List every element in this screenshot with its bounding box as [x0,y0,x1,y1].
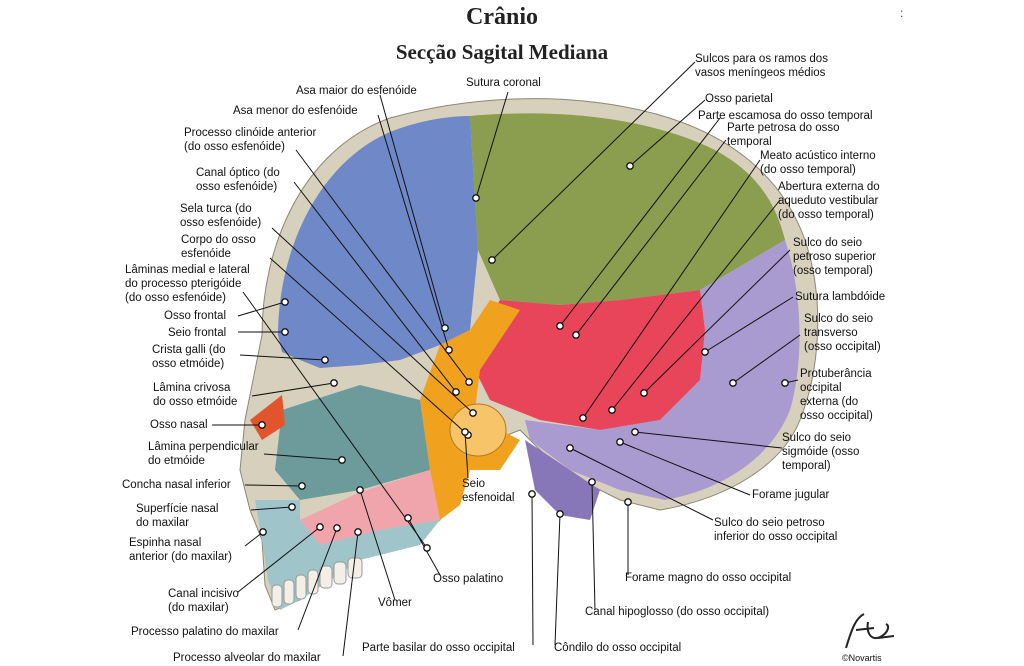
netter-signature-logo [845,613,895,649]
label-sulco-petroso-inferior: Sulco do seio petroso inferior do osso o… [714,517,838,543]
label-osso-palatino: Osso palatino [433,573,504,585]
label-crista-galli: Crista galli (do osso etmóide) [152,344,226,370]
ethmoid-plate-region [275,385,430,500]
label-sela-turca: Sela turca (do osso esfenóide) [180,203,262,229]
label-seio-esfenoidal: Seio esfenoidal [462,478,515,504]
label-sulco-petroso-superior: Sulco do seio petroso superior (osso tem… [793,237,877,277]
occipital-condyle-region [525,440,600,520]
nasal-bone-region [250,395,285,440]
label-parte-escamosa: Parte escamosa do osso temporal [698,110,873,122]
label-vomer: Vômer [378,597,412,609]
label-asa-maior: Asa maior do esfenóide [296,85,417,97]
label-sutura-lambdoide: Sutura lambdóide [795,291,886,303]
leader-lines [212,61,801,657]
teeth-region [271,557,363,608]
label-concha-nasal: Concha nasal inferior [122,479,231,491]
label-osso-parietal: Osso parietal [705,93,773,105]
parietal-bone-region [470,113,785,306]
label-seio-frontal: Seio frontal [168,327,227,339]
label-processo-alveolar: Processo alveolar do maxilar [173,652,321,664]
label-forame-jugular: Forame jugular [752,489,830,501]
label-osso-frontal: Osso frontal [164,310,226,322]
label-corpo-esfenoide: Corpo do osso esfenóide [181,234,256,260]
label-superficie-nasal: Superfície nasal do maxilar [136,503,219,529]
label-canal-incisivo: Canal incisivo (do maxilar) [168,588,239,614]
label-processo-clinoide: Processo clinóide anterior (do osso esfe… [184,127,317,153]
label-sutura-coronal: Sutura coronal [466,77,541,89]
label-parte-basilar: Parte basilar do osso occipital [362,642,515,654]
temporal-bone-region [475,290,705,430]
label-laminas-pterigoide: Lâminas medial e lateral do processo pte… [125,264,250,304]
label-meato-acustico: Meato acústico interno (do osso temporal… [760,150,876,176]
label-canal-hipoglosso: Canal hipoglosso (do osso occipital) [585,606,770,618]
label-processo-palatino: Processo palatino do maxilar [131,626,279,638]
label-abertura-aqueduto: Abertura externa do aqueduto vestibular … [778,181,880,221]
label-canal-optico: Canal óptico (do osso esfenóide) [196,167,280,193]
label-lamina-crivosa: Lâmina crivosa do osso etmóide [153,382,238,408]
label-condilo: Côndilo do osso occipital [554,642,682,654]
diagram-subtitle: Secção Sagital Mediana [395,40,609,64]
occipital-bone-region [525,240,800,500]
label-osso-nasal: Osso nasal [150,419,208,431]
sphenoid-sinus-region [449,403,507,457]
label-forame-magno: Forame magno do osso occipital [625,572,792,584]
marker-dots [258,162,789,552]
label-asa-menor: Asa menor do esfenóide [233,105,358,117]
label-sulcos-meningeos: Sulcos para os ramos dos vasos meníngeos… [695,53,828,79]
label-protuberancia: Protuberância occipital externa (do osso… [800,368,873,422]
copyright-notice: ©Novartis [842,653,882,663]
label-lamina-perpendicular: Lâmina perpendicular do etmóide [148,441,259,467]
label-sulco-sigmoide: Sulco do seio sigmóide (osso temporal) [782,432,860,472]
frontal-bone-region [278,116,478,368]
diagram-title: Crânio [466,4,538,30]
edge-mark: : [900,6,904,20]
label-parte-petrosa: Parte petrosa do osso temporal [727,122,840,148]
label-sulco-transverso: Sulco do seio transverso (osso occipital… [804,313,881,353]
label-espinha-nasal: Espinha nasal anterior (do maxilar) [129,537,232,563]
